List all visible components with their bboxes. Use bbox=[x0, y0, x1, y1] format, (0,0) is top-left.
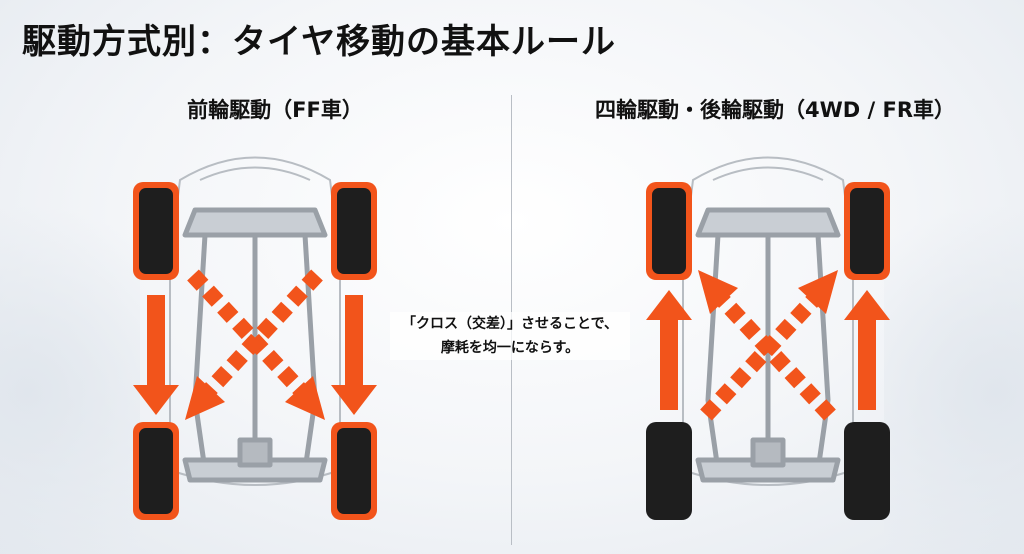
ff-heading: 前輪駆動（FF車） bbox=[187, 98, 363, 122]
tire-rear-right bbox=[331, 422, 377, 520]
arrow-straight-right-up bbox=[844, 290, 890, 410]
tire-front-left bbox=[133, 182, 179, 280]
snow-background-right bbox=[884, 150, 1024, 554]
tire-rear-left bbox=[133, 422, 179, 520]
arrow-straight-left-up bbox=[646, 290, 692, 410]
snow-background-left bbox=[0, 150, 140, 554]
tire-front-right bbox=[844, 182, 890, 280]
tire-rear-left bbox=[646, 422, 692, 520]
ff-diagram-svg bbox=[133, 156, 377, 520]
arrow-cross-left-to-rear-right bbox=[187, 269, 325, 420]
fr-diagram-svg bbox=[646, 156, 890, 520]
fr-4wd-heading: 四輪駆動・後輪駆動（4WD / FR車） bbox=[594, 98, 955, 122]
center-note: 「クロス（交差）」させることで、 摩耗を均一にならす。 bbox=[390, 312, 630, 360]
tire-front-left bbox=[646, 182, 692, 280]
arrow-straight-right-down bbox=[331, 295, 377, 415]
tire-front-right bbox=[331, 182, 377, 280]
arrow-cross-rear-left-to-front-right bbox=[700, 270, 838, 421]
ff-rotation-diagram bbox=[125, 140, 385, 540]
center-note-line2: 摩耗を均一にならす。 bbox=[440, 340, 580, 356]
arrow-cross-rear-right-to-front-left bbox=[698, 270, 836, 421]
fr-4wd-rotation-diagram bbox=[638, 140, 898, 540]
page-title: 駆動方式別：タイヤ移動の基本ルール bbox=[22, 22, 616, 62]
chassis bbox=[695, 207, 841, 483]
tire-rear-right bbox=[844, 422, 890, 520]
arrow-cross-right-to-rear-left bbox=[185, 269, 323, 420]
arrow-straight-left-down bbox=[133, 295, 179, 415]
center-note-line1: 「クロス（交差）」させることで、 bbox=[401, 316, 619, 332]
